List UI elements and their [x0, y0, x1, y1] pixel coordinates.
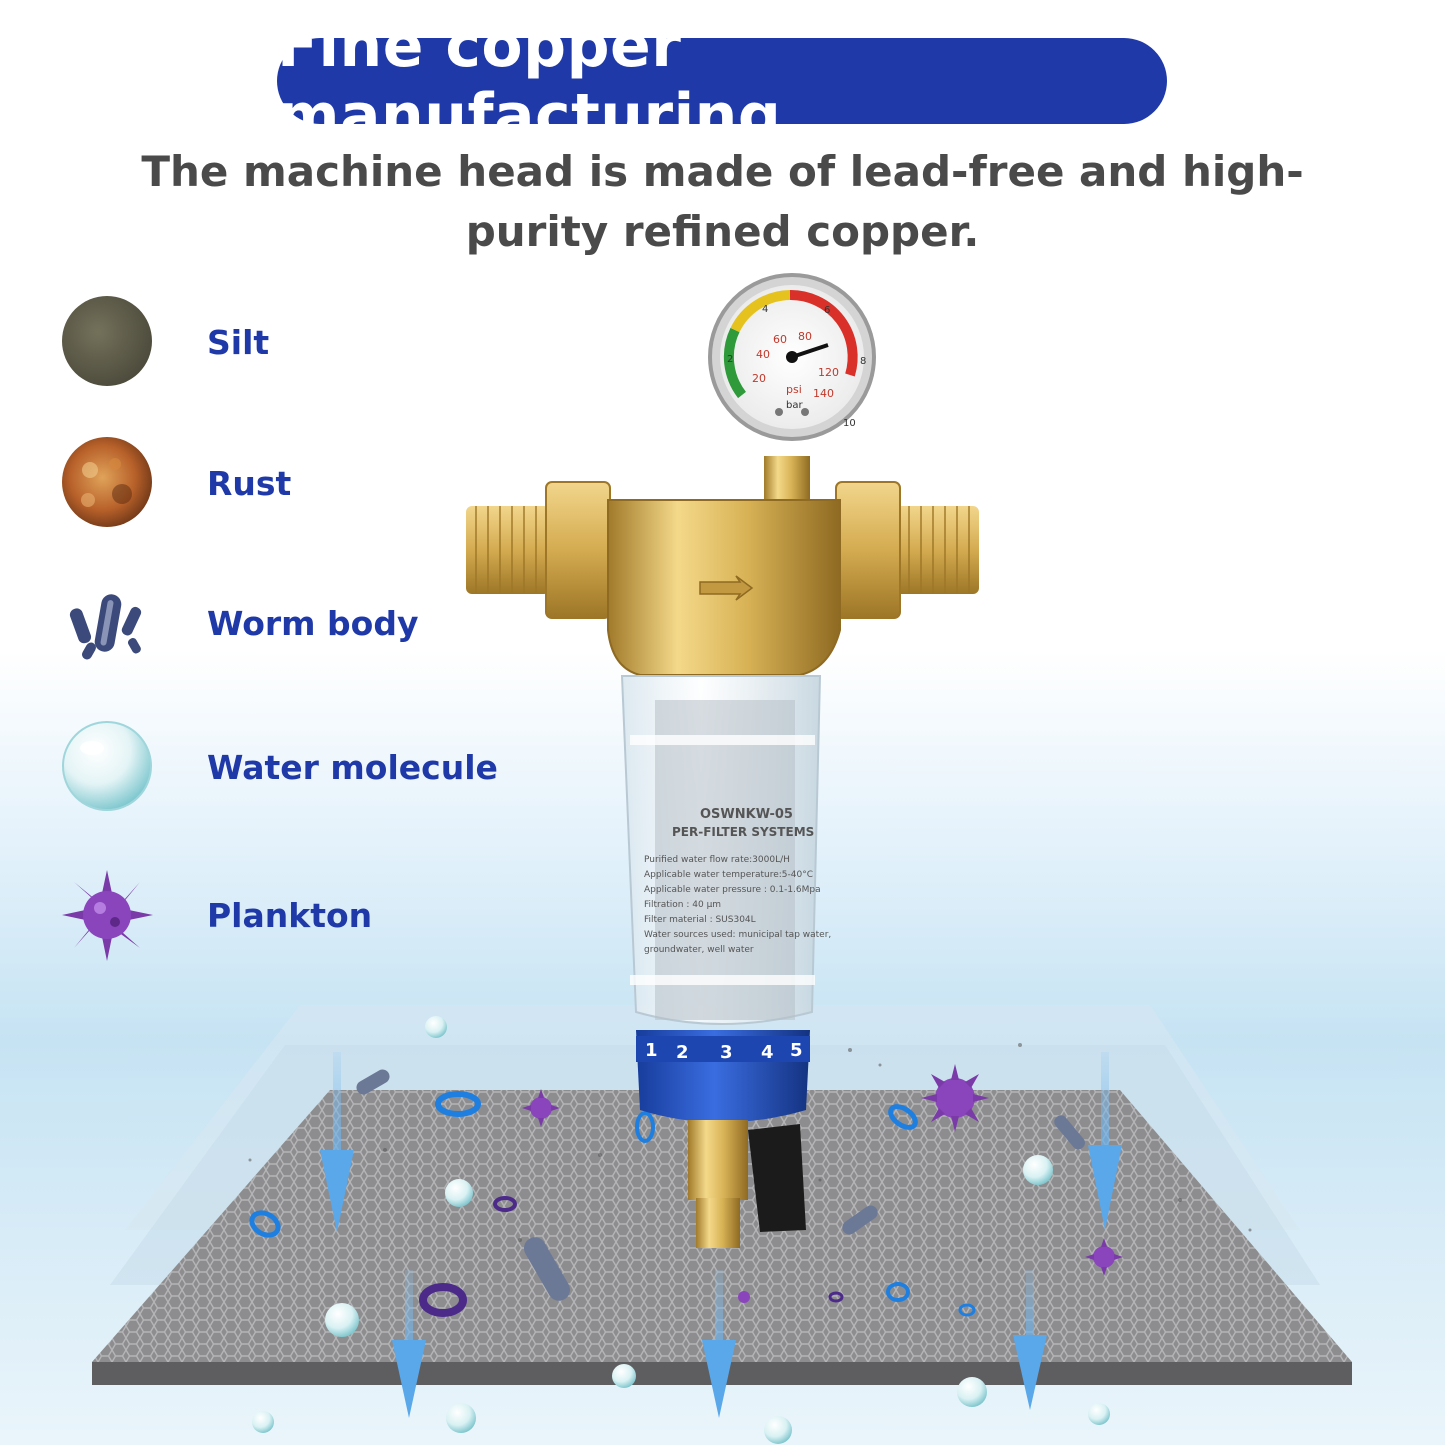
filter-model: OSWNKW-05: [700, 807, 793, 822]
outlet-pipe: [835, 481, 979, 619]
dial-number: 3: [720, 1042, 733, 1063]
arrow-down-icon: [1013, 1270, 1047, 1410]
bubble-icon: [764, 1416, 792, 1444]
ring-particle-icon: [435, 1091, 481, 1117]
water-filter: [466, 273, 979, 1248]
ring-particle-icon: [249, 1210, 281, 1238]
gauge-bar-tick: 10: [843, 418, 856, 429]
bubble-icon: [325, 1303, 359, 1337]
ring-particle-icon: [958, 1303, 976, 1317]
filter-label: OSWNKW-05 PER-FILTER SYSTEMS Purified wa…: [644, 807, 831, 955]
arrow-down-icon: [392, 1270, 426, 1418]
gauge-bar-labels: 2 4 6 8 10 bar: [727, 304, 866, 429]
plankton-particle-icon: [921, 1064, 989, 1132]
legend-label: Worm body: [207, 604, 419, 643]
filter-spec: Purified water flow rate:3000L/H: [644, 855, 790, 865]
filter-spec: Applicable water pressure : 0.1-1.6Mpa: [644, 885, 821, 895]
page-subtitle: The machine head is made of lead-free an…: [141, 147, 1304, 256]
bubble-icon: [425, 1016, 447, 1038]
plankton-particle-icon: [1085, 1238, 1123, 1276]
worm-icon: [69, 594, 142, 660]
plankton-particle-icon: [738, 1291, 750, 1303]
worm-particle-icon: [842, 1205, 878, 1235]
dial-numbers: 1 2 3 4 5: [645, 1040, 803, 1063]
bubble-icon: [445, 1179, 473, 1207]
legend-item-rust: Rust: [60, 436, 520, 536]
gauge-bar-tick: 2: [727, 354, 733, 365]
water-molecule-icon: [62, 721, 152, 811]
title-banner: Fine copper manufacturing: [277, 11, 1167, 151]
rust-icon: [62, 437, 152, 527]
gauge-bar-tick: 6: [824, 305, 830, 316]
filter-spec: Filter material : SUS304L: [644, 915, 756, 925]
gauge-unit-psi: psi: [786, 383, 802, 396]
worm-particle-icon: [524, 1237, 570, 1301]
ring-particle-icon: [888, 1104, 918, 1130]
flow-direction-icon: [699, 575, 754, 601]
legend-item-plankton: Plankton: [60, 868, 520, 968]
purple-ring-icon: [828, 1291, 844, 1303]
dial-number: 4: [761, 1042, 774, 1063]
legend-item-water-molecule: Water molecule: [60, 720, 520, 820]
bubble-icon: [957, 1377, 987, 1407]
valve-handle: [748, 1124, 806, 1232]
pressure-gauge: [708, 273, 876, 441]
flow-arrows: [320, 1052, 1122, 1418]
filter-spec: Water sources used: municipal tap water,: [644, 930, 831, 940]
ring-particle-icon: [635, 1111, 655, 1143]
dial-number: 1: [645, 1040, 658, 1061]
legend-label: Silt: [207, 323, 270, 362]
bubble-icon: [612, 1364, 636, 1388]
bubble-icon: [252, 1411, 274, 1433]
dial-number: 2: [676, 1042, 689, 1063]
bubble-icon: [1023, 1155, 1053, 1185]
legend-label: Water molecule: [207, 748, 498, 787]
gauge-psi-tick: 140: [813, 387, 834, 400]
legend-item-silt: Silt: [60, 295, 520, 395]
plankton-icon: [62, 870, 153, 961]
silt-icon: [62, 296, 152, 386]
worm-particle-icon: [356, 1069, 390, 1095]
inlet-pipe: [466, 481, 611, 619]
gauge-unit-bar: bar: [786, 400, 803, 411]
legend-label: Rust: [207, 464, 292, 503]
particles: [248, 1016, 1252, 1444]
gauge-psi-tick: 60: [773, 333, 787, 346]
filter-spec: groundwater, well water: [644, 945, 754, 955]
stainless-mesh: [655, 700, 795, 1020]
plankton-particle-icon: [522, 1089, 560, 1127]
filter-spec: Applicable water temperature:5-40°C: [644, 870, 813, 880]
drain-valve: [688, 1120, 748, 1200]
gauge-bar-tick: 4: [762, 304, 768, 315]
gauge-psi-tick: 80: [798, 330, 812, 343]
legend-label: Plankton: [207, 896, 373, 935]
filter-system-name: PER-FILTER SYSTEMS: [672, 825, 814, 839]
purple-ring-icon: [493, 1196, 517, 1212]
purple-ring-icon: [419, 1283, 467, 1317]
worm-particle-icon: [1054, 1115, 1085, 1150]
gauge-psi-tick: 20: [752, 372, 766, 385]
gauge-psi-tick: 40: [756, 348, 770, 361]
page-title: Fine copper manufacturing: [277, 11, 782, 151]
gauge-psi-tick: 120: [818, 366, 839, 379]
rotation-dial: [636, 1036, 810, 1062]
gauge-bar-tick: 8: [860, 356, 866, 367]
legend-item-worm-body: Worm body: [60, 576, 520, 676]
arrow-down-icon: [702, 1270, 736, 1418]
bubble-icon: [446, 1403, 476, 1433]
arrow-down-icon: [320, 1052, 354, 1232]
arrow-down-icon: [1088, 1052, 1122, 1230]
bubble-icon: [1088, 1403, 1110, 1425]
dial-number: 5: [790, 1040, 803, 1061]
filter-spec: Filtration : 40 μm: [644, 900, 721, 910]
gauge-psi-labels: 20 40 60 80 120 140 psi: [752, 330, 839, 400]
ring-particle-icon: [886, 1282, 910, 1302]
